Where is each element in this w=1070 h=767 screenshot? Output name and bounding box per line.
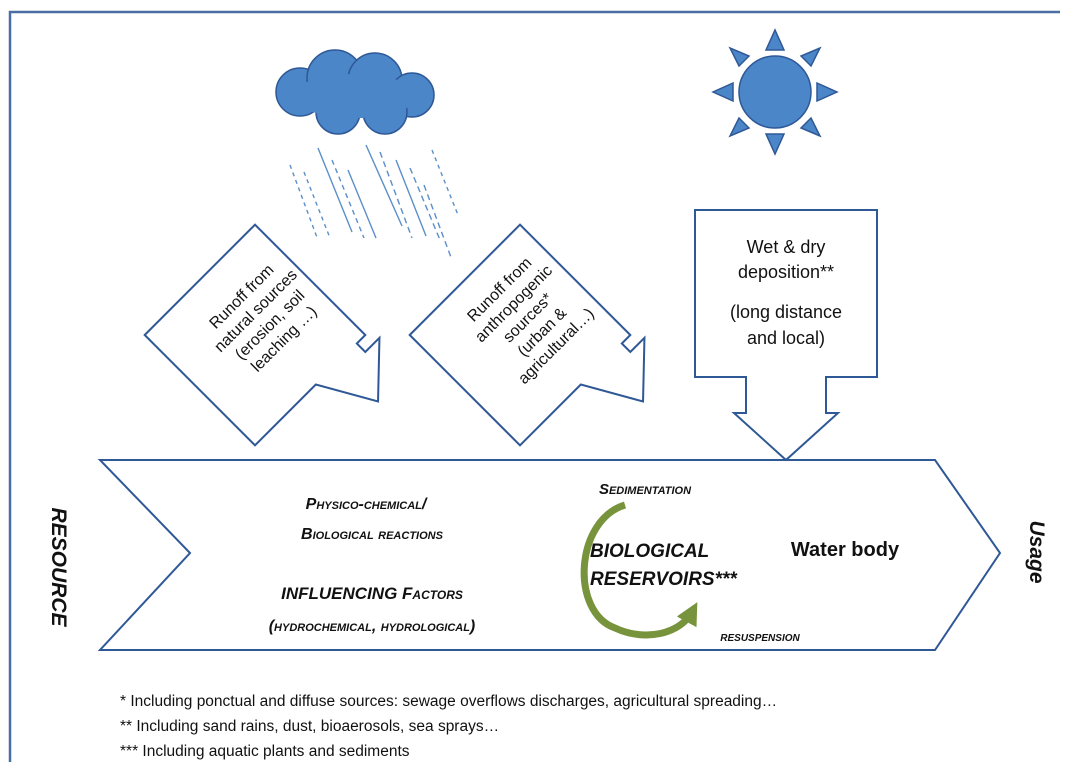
cloud-icon bbox=[275, 49, 435, 135]
deposition-line-1: Wet & dry bbox=[747, 237, 826, 257]
usage-label: Usage bbox=[1025, 520, 1048, 583]
natural-runoff-callout bbox=[143, 223, 381, 447]
deposition-line-3: (long distance bbox=[730, 302, 842, 322]
footnote-2: ** Including sand rains, dust, bioaeroso… bbox=[120, 718, 499, 735]
sun-icon bbox=[711, 28, 839, 156]
footnote-1: * Including ponctual and diffuse sources… bbox=[120, 693, 777, 710]
frame-border bbox=[8, 10, 1060, 762]
anthropogenic-runoff-callout bbox=[408, 223, 646, 447]
reservoirs-line-1: BIOLOGICAL bbox=[590, 541, 709, 562]
deposition-line-4: and local) bbox=[747, 328, 825, 348]
resource-label: RESOURCE bbox=[47, 507, 70, 627]
reactions-line-1: Physico-chemical/ bbox=[306, 496, 428, 513]
footnote-3: *** Including aquatic plants and sedimen… bbox=[120, 743, 410, 760]
deposition-line-2: deposition** bbox=[738, 262, 834, 282]
resuspension-label: resuspension bbox=[720, 628, 800, 644]
factors-line-2: (hydrochemical, hydrological) bbox=[269, 618, 476, 635]
factors-line-1: INFLUENCING Factors bbox=[281, 584, 463, 603]
rain-icon bbox=[289, 144, 459, 261]
sedimentation-label: Sedimentation bbox=[599, 481, 692, 498]
deposition-callout bbox=[694, 209, 878, 462]
water-body-label: Water body bbox=[791, 539, 900, 561]
flow-arrow bbox=[97, 459, 1002, 651]
reactions-line-2: Biological reactions bbox=[301, 526, 444, 543]
reservoirs-line-2: RESERVOIRS*** bbox=[590, 569, 738, 590]
cycle-arrow-icon bbox=[580, 501, 698, 639]
